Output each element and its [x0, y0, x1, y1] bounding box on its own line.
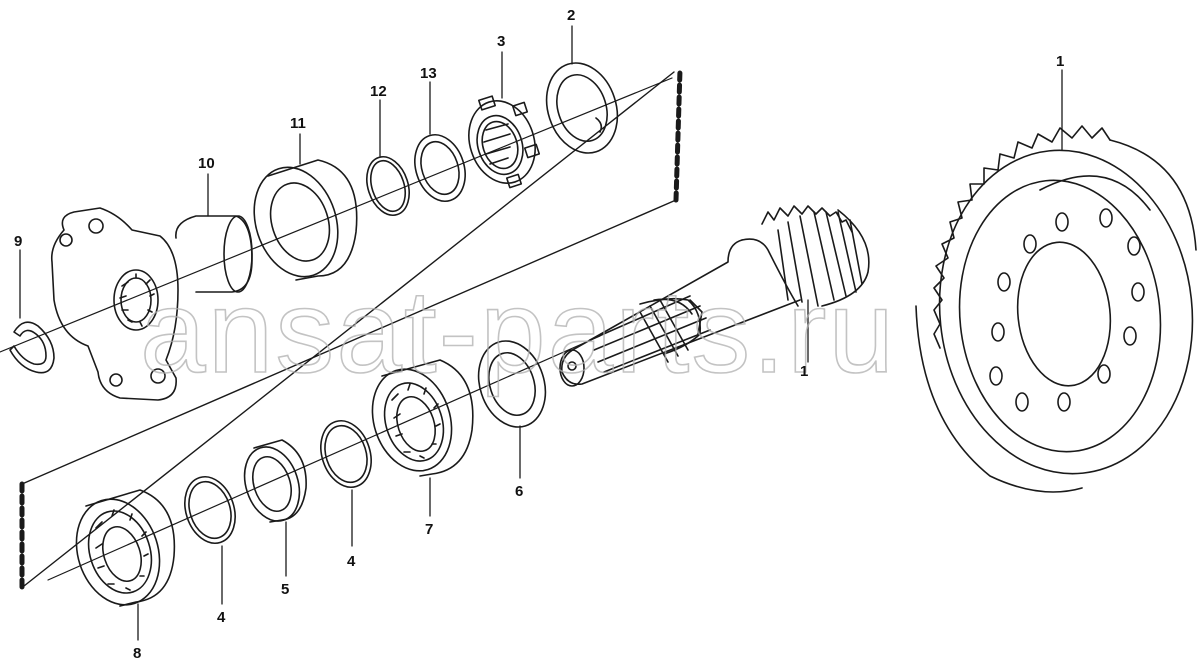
part-2-tab-washer	[535, 54, 628, 163]
part-12-o-ring	[360, 151, 417, 220]
part-4-shim-ring-left	[177, 470, 244, 550]
callout-1-shaft: 1	[800, 363, 808, 380]
lower-axis-line	[47, 335, 601, 581]
assembly-frame-upper	[21, 67, 683, 485]
part-13-ring	[407, 128, 474, 208]
callout-4-right: 4	[347, 553, 356, 570]
leader-lines	[19, 25, 1063, 641]
callout-9: 9	[14, 233, 22, 250]
callout-10: 10	[198, 155, 215, 172]
callout-6: 6	[515, 483, 523, 500]
callout-4-left: 4	[217, 609, 226, 626]
part-1-crown-wheel	[916, 126, 1200, 492]
part-3-slotted-nut	[459, 92, 546, 192]
watermark-text: ansat-parts.ru	[140, 266, 896, 398]
callout-numbers: 1 1 2 3 4 4 5 6 7 8 9 10 11 12 13	[14, 7, 1064, 662]
callout-5: 5	[281, 581, 289, 598]
callout-7: 7	[425, 521, 433, 538]
callout-1-gear: 1	[1056, 53, 1064, 70]
assembly-frame-lower	[19, 71, 675, 591]
part-7-roller-bearing	[360, 359, 473, 481]
callout-3: 3	[497, 33, 505, 50]
callout-2: 2	[567, 7, 575, 24]
part-5-bearing-cup	[236, 440, 309, 528]
part-10-flange-yoke	[52, 208, 252, 400]
part-4-shim-ring-right	[313, 414, 380, 494]
callout-11: 11	[290, 115, 306, 132]
part-9-circlip	[10, 322, 54, 373]
part-6-spacer-washer	[468, 332, 556, 435]
callout-12: 12	[370, 83, 387, 100]
part-1-pinion-shaft	[560, 206, 869, 386]
part-8-roller-bearing	[63, 488, 174, 615]
callout-13: 13	[420, 65, 437, 82]
part-11-oil-seal	[241, 156, 357, 287]
callout-8: 8	[133, 645, 141, 662]
